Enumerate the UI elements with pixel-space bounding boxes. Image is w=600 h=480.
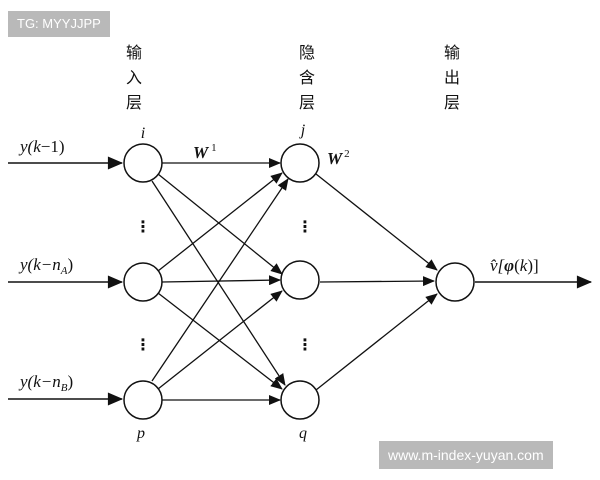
input-2-mid: −n bbox=[41, 255, 61, 274]
input-node-i bbox=[123, 143, 163, 183]
input-node-p bbox=[123, 380, 163, 420]
input-layer-title-char-2: 入 bbox=[126, 68, 142, 87]
output-layer-title-char-2: 出 bbox=[444, 68, 460, 87]
output-phi: φ bbox=[504, 256, 514, 275]
input-2-sub: A bbox=[60, 265, 68, 277]
watermark-top: TG: MYYJJPP bbox=[8, 11, 110, 37]
node-label-p: p bbox=[136, 425, 145, 442]
output-paren: ( bbox=[514, 256, 520, 275]
input-2-k: k bbox=[33, 255, 41, 274]
output-layer-title-char-3: 层 bbox=[444, 93, 460, 112]
input-1-base: y( bbox=[18, 137, 35, 156]
input-3-tail: ) bbox=[67, 372, 73, 391]
input-3-mid: −n bbox=[41, 372, 61, 391]
w1-letter: W bbox=[193, 143, 210, 162]
edge-i2-h2 bbox=[161, 275, 281, 286]
edge-i1-h2 bbox=[157, 173, 283, 275]
w2-letter: W bbox=[327, 149, 344, 168]
edge-i2-h1 bbox=[157, 172, 283, 272]
output-node bbox=[435, 262, 475, 302]
input-hidden-connections bbox=[151, 158, 289, 405]
input-ellipsis-upper: ⋮ bbox=[135, 217, 151, 236]
hidden-ellipsis-upper: ⋮ bbox=[297, 217, 313, 236]
hidden-layer-title-char-3: 层 bbox=[299, 93, 315, 112]
input-1-k: k bbox=[33, 137, 41, 156]
input-ellipsis-lower: ⋮ bbox=[135, 335, 151, 354]
edge-i3-h1 bbox=[151, 178, 289, 382]
input-2-base: y( bbox=[18, 255, 35, 274]
input-3-sub: B bbox=[61, 382, 68, 394]
input-1-mid: −1) bbox=[41, 137, 65, 156]
input-node-mid bbox=[123, 262, 163, 302]
edge-i3-h2 bbox=[157, 290, 283, 390]
output-label: v̂[φ(k)] bbox=[490, 256, 539, 275]
watermark-bottom: www.m-index-yuyan.com bbox=[379, 441, 553, 469]
input-layer-title-char-1: 输 bbox=[126, 43, 142, 62]
node-label-q: q bbox=[299, 425, 307, 442]
output-k: k bbox=[520, 256, 528, 275]
hidden-node-q bbox=[280, 380, 320, 420]
w1-sup: 1 bbox=[211, 142, 217, 154]
output-suffix: )] bbox=[527, 256, 538, 275]
input-2-tail: ) bbox=[67, 255, 73, 274]
edge-h3-out bbox=[315, 293, 438, 391]
output-layer-title-char-1: 输 bbox=[444, 43, 460, 62]
input-label-2: y(k−nA) bbox=[18, 255, 73, 277]
hidden-ellipsis-lower: ⋮ bbox=[297, 335, 313, 354]
hidden-node-j bbox=[280, 143, 320, 183]
hidden-output-connections bbox=[315, 173, 438, 391]
hidden-layer-title-char-1: 隐 bbox=[299, 43, 315, 62]
input-3-k: k bbox=[33, 372, 41, 391]
input-3-base: y( bbox=[18, 372, 35, 391]
output-prefix: v̂[ bbox=[490, 256, 506, 275]
hidden-node-mid bbox=[280, 260, 320, 300]
edge-h2-out bbox=[319, 276, 435, 287]
input-label-1: y(k−1) bbox=[18, 137, 65, 156]
hidden-layer-title-char-2: 含 bbox=[299, 68, 315, 87]
edge-i2-h3 bbox=[157, 292, 283, 390]
input-layer-title-char-3: 层 bbox=[126, 93, 142, 112]
w2-sup: 2 bbox=[344, 148, 350, 160]
node-label-i: i bbox=[141, 125, 145, 142]
node-label-j: j bbox=[299, 122, 306, 139]
input-label-3: y(k−nB) bbox=[18, 372, 73, 394]
edge-h1-out bbox=[315, 173, 438, 271]
